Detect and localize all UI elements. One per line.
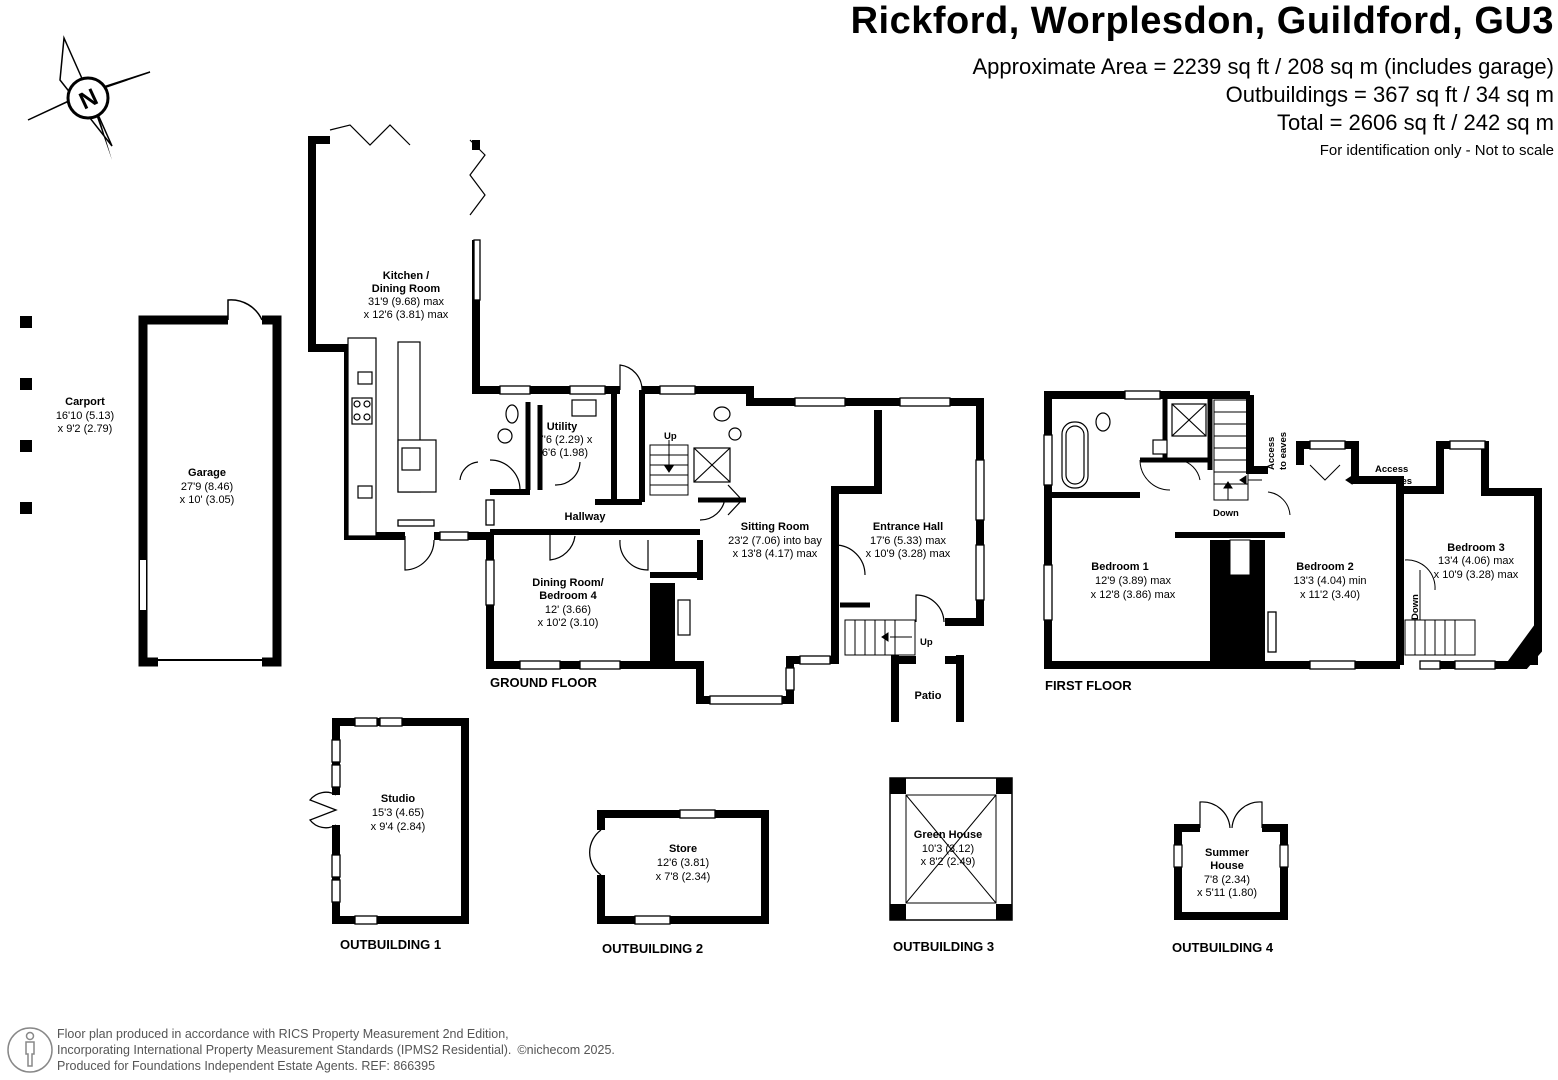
store-dim1: 12'6 (3.81) xyxy=(657,857,709,869)
kitchen-units xyxy=(347,337,437,537)
store-dim2: x 7'8 (2.34) xyxy=(656,871,711,883)
store-openings xyxy=(589,809,716,925)
garage-dim2: x 10' (3.05) xyxy=(180,494,235,506)
studio-walls xyxy=(332,718,469,924)
dining-name2: Bedroom 4 xyxy=(539,590,597,602)
footer: Floor plan produced in accordance with R… xyxy=(57,1026,615,1074)
kitchen-name2: Dining Room xyxy=(372,283,441,295)
entrance-name: Entrance Hall xyxy=(873,521,943,533)
total-area-line: Total = 2606 sq ft / 242 sq m xyxy=(1277,110,1554,135)
bed3-dim1: 13'4 (4.06) max xyxy=(1438,555,1515,567)
approx-area-line: Approximate Area = 2239 sq ft / 208 sq m… xyxy=(972,54,1555,79)
greenhouse-dim2: x 8'2 (2.49) xyxy=(921,856,976,868)
store-walls xyxy=(597,810,769,924)
bed3-dim2: x 10'9 (3.28) max xyxy=(1434,569,1519,581)
ground-floor-door-swings xyxy=(329,124,945,623)
ground-floor-label: GROUND FLOOR xyxy=(490,675,597,690)
garage-walls xyxy=(138,299,282,667)
bed1-dim2: x 12'8 (3.86) max xyxy=(1091,589,1176,601)
dining-name1: Dining Room/ xyxy=(532,577,604,589)
outbuilding-3-label: OUTBUILDING 3 xyxy=(893,939,994,954)
utility-dim2: 6'6 (1.98) xyxy=(542,447,588,459)
summer-house-walls xyxy=(1174,824,1288,920)
kitchen-name1: Kitchen / xyxy=(383,270,429,282)
first-floor-stairs xyxy=(1139,399,1476,656)
person-scale-icon xyxy=(7,1027,53,1073)
kitchen-dim1: 31'9 (9.68) max xyxy=(368,296,445,308)
first-floor-label: FIRST FLOOR xyxy=(1045,678,1132,693)
stairs-up-label: Up xyxy=(664,431,677,442)
store-name: Store xyxy=(669,843,697,855)
ground-stairs xyxy=(649,440,916,656)
studio-openings xyxy=(308,717,403,925)
access-eaves-2a: Access xyxy=(1375,464,1408,475)
outbuildings-area-line: Outbuildings = 367 sq ft / 34 sq m xyxy=(1225,82,1554,107)
utility-name: Utility xyxy=(547,421,578,433)
footer-line-2-text: Incorporating International Property Mea… xyxy=(57,1043,512,1057)
carport-posts xyxy=(20,316,32,514)
hallway-name: Hallway xyxy=(565,511,607,523)
ground-bathroom-fixtures xyxy=(497,399,742,483)
greenhouse xyxy=(889,777,1013,921)
bed3-name: Bedroom 3 xyxy=(1447,542,1504,554)
stairs-down-label-2: Down xyxy=(1410,594,1421,620)
garage-name: Garage xyxy=(188,467,226,479)
footer-line-3: Produced for Foundations Independent Est… xyxy=(57,1059,436,1073)
page-title: Rickford, Worplesdon, Guildford, GU3 xyxy=(850,0,1554,42)
sitting-dim2: x 13'8 (4.17) max xyxy=(733,548,818,560)
dining-dim2: x 10'2 (3.10) xyxy=(538,617,599,629)
carport-name: Carport xyxy=(65,396,105,408)
entrance-dim2: x 10'9 (3.28) max xyxy=(866,548,951,560)
bed1-dim1: 12'9 (3.89) max xyxy=(1095,575,1172,587)
summer-dim1: 7'8 (2.34) xyxy=(1204,874,1250,886)
summer-dim2: x 5'11 (1.80) xyxy=(1197,887,1257,899)
carport-dim1: 16'10 (5.13) xyxy=(56,410,114,422)
compass-icon: N xyxy=(27,35,151,160)
sitting-name: Sitting Room xyxy=(741,521,810,533)
utility-dim1: 7'6 (2.29) x xyxy=(538,434,593,446)
entrance-dim1: 17'6 (5.33) max xyxy=(870,535,947,547)
bed2-dim2: x 11'2 (3.40) xyxy=(1300,589,1360,601)
summer-name2: House xyxy=(1210,860,1244,872)
studio-dim2: x 9'4 (2.84) xyxy=(371,821,426,833)
first-floor-fixtures xyxy=(1061,403,1207,489)
access-eaves-2b: to eaves xyxy=(1374,476,1412,487)
summer-name1: Summer xyxy=(1205,847,1250,859)
fireplace xyxy=(650,583,675,663)
summer-house-openings xyxy=(1173,801,1289,868)
scale-note: For identification only - Not to scale xyxy=(1319,142,1554,159)
first-floor-openings xyxy=(1043,390,1496,670)
footer-line-1: Floor plan produced in accordance with R… xyxy=(57,1027,509,1041)
outbuilding-2-label: OUTBUILDING 2 xyxy=(602,941,703,956)
studio-name: Studio xyxy=(381,793,415,805)
dining-dim1: 12' (3.66) xyxy=(545,604,591,616)
outbuilding-1-label: OUTBUILDING 1 xyxy=(340,937,441,952)
ground-floor-openings xyxy=(397,239,985,705)
access-eaves-1b: to eaves xyxy=(1278,432,1289,470)
stairs-down-label: Down xyxy=(1213,508,1239,519)
patio-name: Patio xyxy=(915,690,942,702)
garage-dim1: 27'9 (8.46) xyxy=(181,481,233,493)
greenhouse-dim1: 10'3 (3.12) xyxy=(922,843,974,855)
access-eaves-1a: Access xyxy=(1266,437,1277,470)
outbuilding-4-label: OUTBUILDING 4 xyxy=(1172,940,1274,955)
first-floor-walls xyxy=(1044,391,1542,669)
bed2-dim1: 13'3 (4.04) min xyxy=(1293,575,1366,587)
footer-line-2: Incorporating International Property Mea… xyxy=(57,1042,615,1058)
greenhouse-name: Green House xyxy=(914,829,982,841)
kitchen-dim2: x 12'6 (3.81) max xyxy=(364,309,449,321)
bed1-name: Bedroom 1 xyxy=(1091,561,1148,573)
bed2-name: Bedroom 2 xyxy=(1296,561,1353,573)
footer-brand: ©nichecom 2025. xyxy=(517,1043,615,1057)
studio-dim1: 15'3 (4.65) xyxy=(372,807,424,819)
carport-dim2: x 9'2 (2.79) xyxy=(58,423,113,435)
sitting-dim1: 23'2 (7.06) into bay xyxy=(728,535,822,547)
stairs-up-label-2: Up xyxy=(920,637,933,648)
